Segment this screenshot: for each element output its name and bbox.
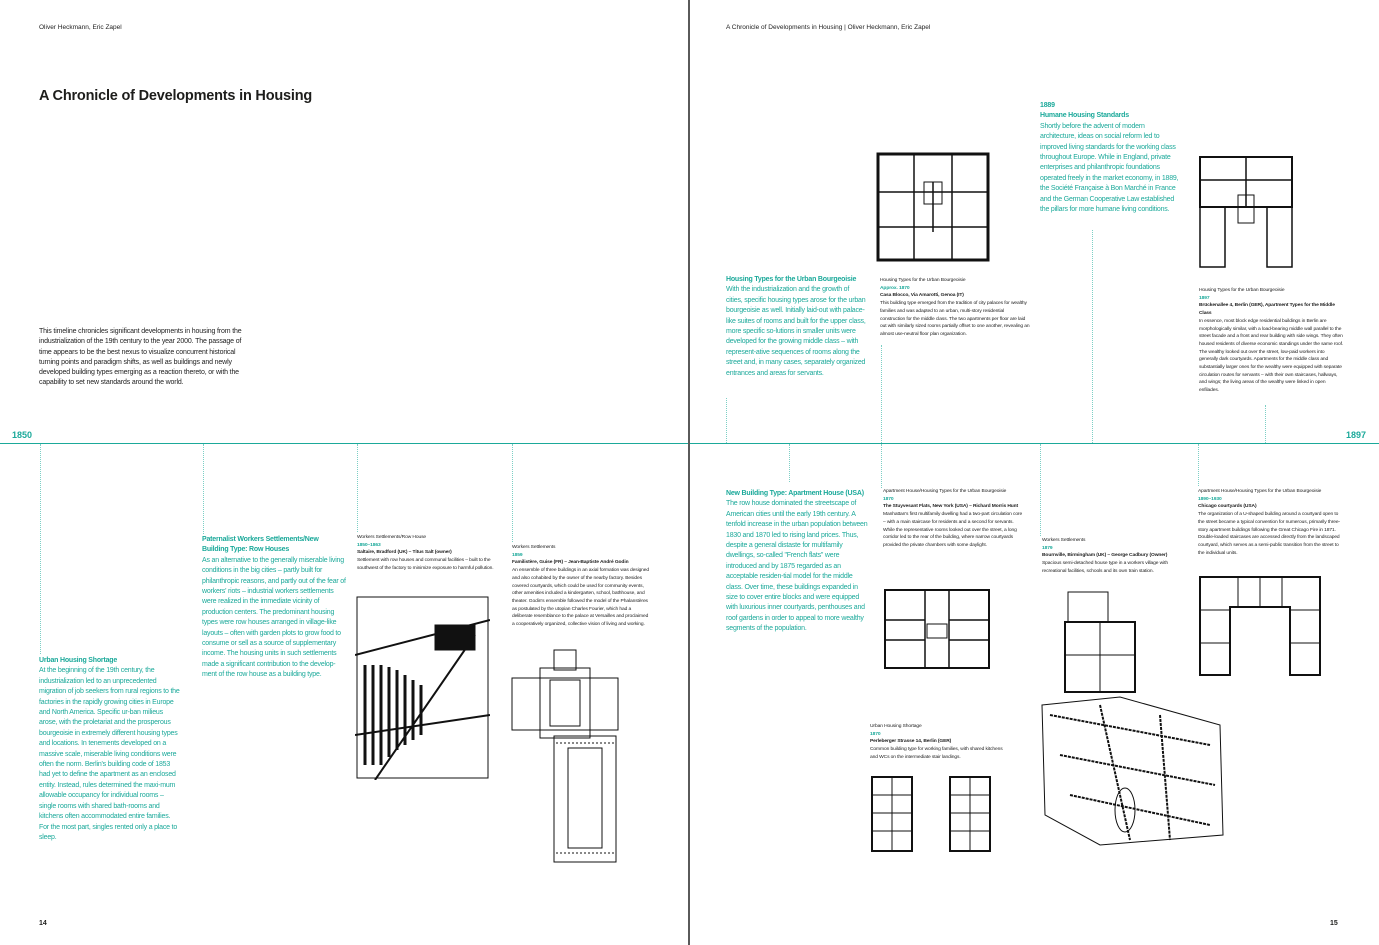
stuyvesant-plan-image xyxy=(884,589,990,669)
entry-heading: Humane Housing Standards xyxy=(1040,112,1129,120)
caption-text: This building type emerged from the trad… xyxy=(880,301,1030,337)
brueckenallee-plan-image xyxy=(1199,156,1293,268)
caption-year: 1850–1863 xyxy=(357,542,381,548)
caption-stuyvesant: Apartment House/Housing Types for the Ur… xyxy=(883,488,1025,550)
caption-category: Urban Housing Shortage xyxy=(870,724,922,729)
familistere-plan-image xyxy=(511,649,619,863)
caption-year: 1890–1930 xyxy=(1198,496,1222,502)
casa-blocco-plan-image xyxy=(876,152,990,262)
timeline-line xyxy=(690,443,1379,444)
caption-name: Familistère, Guise (FR) – Jean-Baptiste … xyxy=(512,560,629,566)
caption-year: Approx. 1870 xyxy=(880,285,910,291)
entry-row-houses: Paternalist Workers Settlements/New Buil… xyxy=(202,535,346,681)
page-number: 15 xyxy=(1330,920,1338,927)
caption-name: Casa Blocco, Via Amarotti, Genoa (IT) xyxy=(880,293,964,299)
caption-familistere: Workers Settlements 1859 Familistère, Gu… xyxy=(512,544,652,629)
timeline-marker xyxy=(357,444,358,532)
caption-text: An ensemble of three buildings in an axi… xyxy=(512,568,650,628)
caption-name: Brückenallee 4, Berlin (GER), Apartment … xyxy=(1199,303,1335,317)
caption-bournville: Workers Settlements 1879 Bournville, Bir… xyxy=(1042,537,1187,576)
timeline-marker xyxy=(1198,444,1199,486)
timeline-marker xyxy=(203,444,204,534)
entry-heading: Urban Housing Shortage xyxy=(39,657,118,664)
entry-year: 1889 xyxy=(1040,102,1055,109)
saltaire-site-plan-image xyxy=(355,596,490,780)
timeline-marker xyxy=(40,444,41,654)
timeline-marker xyxy=(1265,405,1266,443)
caption-casa-blocco: Housing Types for the Urban Bourgeoisie … xyxy=(880,277,1030,339)
caption-year: 1859 xyxy=(512,552,523,558)
intro-text: This timeline chronicles significant dev… xyxy=(39,328,242,387)
running-head: Oliver Heckmann, Eric Zapel xyxy=(39,24,122,31)
caption-name: Perleberger Strasse 14, Berlin (GER) xyxy=(870,739,952,745)
entry-text: Shortly before the advent of modern arch… xyxy=(1040,122,1179,214)
caption-name: The Stuyvesant Flats, New York (USA) – R… xyxy=(883,504,1019,510)
caption-year: 1879 xyxy=(1042,545,1053,551)
caption-name: Chicago courtyards (USA) xyxy=(1198,504,1257,510)
entry-heading: Paternalist Workers Settlements/New Buil… xyxy=(202,536,319,554)
caption-category: Apartment House/Housing Types for the Ur… xyxy=(1198,489,1322,494)
caption-category: Workers Settlements/Row House xyxy=(357,535,427,540)
timeline-marker xyxy=(881,444,882,488)
entry-text: The row house dominated the streetscape … xyxy=(726,500,868,633)
bournville-site-plan-image xyxy=(1041,696,1224,846)
caption-name: Bournville, Birmingham (UK) – George Cad… xyxy=(1042,553,1168,559)
caption-brueckenallee: Housing Types for the Urban Bourgeoisie … xyxy=(1199,287,1344,395)
caption-perleberger: Urban Housing Shortage 1870 Perleberger … xyxy=(870,723,1005,762)
caption-text: Settlement with row houses and communal … xyxy=(357,558,494,571)
entry-humane-standards: 1889 Humane Housing Standards Shortly be… xyxy=(1040,101,1182,215)
left-page: Oliver Heckmann, Eric Zapel A Chronicle … xyxy=(0,0,688,945)
caption-year: 1897 xyxy=(1199,295,1210,301)
page-number: 14 xyxy=(39,920,47,927)
caption-year: 1870 xyxy=(883,496,894,502)
caption-text: In essence, most block edge residential … xyxy=(1199,318,1344,394)
caption-category: Workers Settlements xyxy=(1042,538,1086,543)
timeline-marker xyxy=(881,345,882,443)
entry-apartment-house: New Building Type: Apartment House (USA)… xyxy=(726,489,868,635)
chicago-courtyards-plan-image xyxy=(1199,576,1321,676)
running-head: A Chronicle of Developments in Housing |… xyxy=(726,24,931,31)
caption-text: The organization of a U-shaped building … xyxy=(1198,512,1341,556)
entry-heading: New Building Type: Apartment House (USA) xyxy=(726,490,864,497)
timeline-marker xyxy=(726,398,727,443)
entry-heading: Housing Types for the Urban Bourgeoisie xyxy=(726,276,857,283)
timeline-marker xyxy=(512,444,513,542)
caption-category: Workers Settlements xyxy=(512,545,556,550)
timeline-end-year: 1897 xyxy=(1346,430,1367,440)
timeline-line xyxy=(0,443,688,444)
caption-name: Saltaire, Bradford (UK) – Titus Salt (ow… xyxy=(357,550,452,556)
caption-year: 1870 xyxy=(870,731,881,737)
timeline-marker xyxy=(789,444,790,482)
caption-text: Manhattan's first multifamily dwelling h… xyxy=(883,512,1023,548)
timeline-start-year: 1850 xyxy=(12,430,33,440)
timeline-marker xyxy=(1092,230,1093,443)
caption-text: Spacious semi-detached house type in a w… xyxy=(1042,561,1168,574)
entry-text: At the beginning of the 19th century, th… xyxy=(39,667,180,841)
entry-urban-housing-shortage: Urban Housing Shortage At the beginning … xyxy=(39,656,181,843)
timeline-marker xyxy=(1040,444,1041,536)
caption-category: Apartment House/Housing Types for the Ur… xyxy=(883,489,1007,494)
caption-category: Housing Types for the Urban Bourgeoisie xyxy=(880,278,966,283)
caption-saltaire: Workers Settlements/Row House 1850–1863 … xyxy=(357,534,497,573)
entry-text: As an alternative to the generally miser… xyxy=(202,556,346,679)
entry-urban-bourgeoisie: Housing Types for the Urban Bourgeoisie … xyxy=(726,275,866,379)
bournville-plan-image xyxy=(1064,591,1136,693)
perleberger-plan-image xyxy=(871,776,991,852)
entry-text: With the industrialization and the growt… xyxy=(726,286,866,377)
right-page: A Chronicle of Developments in Housing |… xyxy=(690,0,1379,945)
caption-chicago-courtyards: Apartment House/Housing Types for the Ur… xyxy=(1198,488,1343,557)
caption-text: Common building type for working familie… xyxy=(870,747,1003,760)
caption-category: Housing Types for the Urban Bourgeoisie xyxy=(1199,288,1285,293)
page-title: A Chronicle of Developments in Housing xyxy=(39,88,313,104)
